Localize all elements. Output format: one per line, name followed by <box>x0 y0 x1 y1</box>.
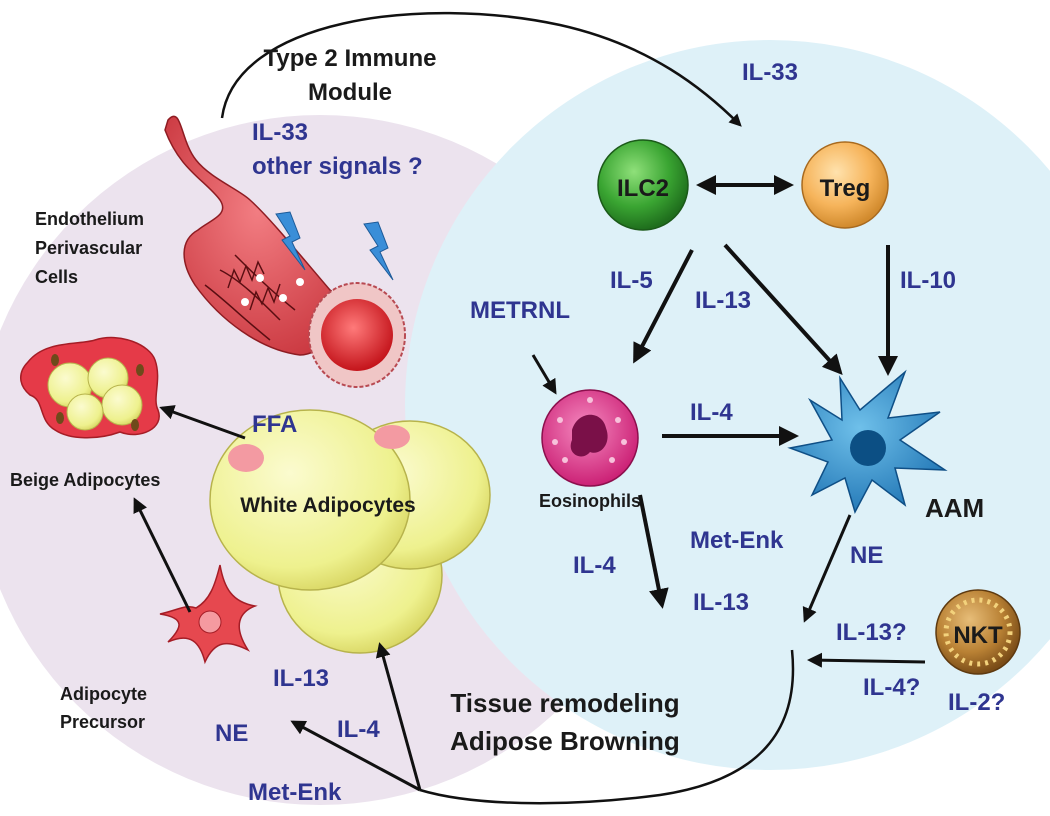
endothelium-label-3: Cells <box>35 267 78 287</box>
beige-adipocytes-icon <box>20 336 160 439</box>
beige-adipocytes-label: Beige Adipocytes <box>10 470 160 490</box>
il5-label: IL-5 <box>610 267 653 294</box>
precursor-label-1: Adipocyte <box>60 684 147 704</box>
ne-precursor-arrow <box>290 720 421 792</box>
endothelium-label-1: Endothelium <box>35 209 144 229</box>
eos-remodel-arrow <box>638 494 669 609</box>
il33-vessel-label: IL-33 <box>252 119 308 146</box>
aam-macrophage <box>787 369 948 514</box>
il33-top-label: IL-33 <box>742 59 798 86</box>
met-enk-bottom-label: Met-Enk <box>248 779 342 806</box>
il13-bottom-label: IL-13 <box>273 665 329 692</box>
remodel-title-line2: Adipose Browning <box>450 726 680 756</box>
white-adipocytes-icon <box>209 409 491 654</box>
precursor-label-2: Precursor <box>60 712 145 732</box>
ne-arrow <box>802 514 852 623</box>
top-cycle-arrow <box>220 11 742 127</box>
vessel-lumen <box>321 299 393 371</box>
ffa-label: FFA <box>252 411 297 438</box>
bottom-cycle-arc <box>419 649 795 805</box>
il4-adipocyte-arrow <box>375 642 422 791</box>
remodel-title-line1: Tissue remodeling <box>450 688 679 718</box>
blood-vessel <box>164 115 406 388</box>
il5-arrow <box>633 249 694 364</box>
il4q-label: IL-4? <box>863 674 920 701</box>
endothelium-label-2: Perivascular <box>35 238 142 258</box>
ffa-arrow <box>159 405 246 440</box>
precursor-arrow <box>133 497 192 613</box>
lightning-icon <box>363 221 394 281</box>
immune-region <box>405 40 1050 770</box>
il13-ilc2-label: IL-13 <box>695 287 751 314</box>
eosinophils-label: Eosinophils <box>539 491 641 511</box>
il2q-label: IL-2? <box>948 689 1005 716</box>
treg-label: Treg <box>820 175 871 202</box>
il4-bottom-label: IL-4 <box>337 716 380 743</box>
white-adipocytes-label: White Adipocytes <box>240 494 415 517</box>
nkt-label: NKT <box>953 622 1003 649</box>
il4-mid-label: IL-4 <box>573 552 616 579</box>
met-enk-mid-label: Met-Enk <box>690 527 784 554</box>
il13q-label: IL-13? <box>836 619 907 646</box>
metrnl-arrow <box>531 354 557 395</box>
other-signals-label: other signals ? <box>252 153 423 180</box>
aam-label: AAM <box>925 493 984 523</box>
nkt-arrow <box>807 652 926 668</box>
treg-cell: Treg <box>801 141 889 229</box>
il10-label: IL-10 <box>900 267 956 294</box>
il13-mid-label: IL-13 <box>693 589 749 616</box>
ilc2-cell: ILC2 <box>597 139 689 231</box>
il4-eos-label: IL-4 <box>690 399 733 426</box>
type2-title-line1: Type 2 Immune <box>264 45 437 72</box>
il13-arrow <box>723 243 843 375</box>
ne-mid-label: NE <box>850 542 883 569</box>
nkt-cell: NKT <box>935 589 1021 675</box>
eosinophil-cell <box>541 389 639 487</box>
ilc2-label: ILC2 <box>617 175 669 202</box>
type2-title-line2: Module <box>308 79 392 106</box>
lightning-icon <box>275 211 306 271</box>
ne-bottom-label: NE <box>215 720 248 747</box>
metrnl-label: METRNL <box>470 297 570 324</box>
